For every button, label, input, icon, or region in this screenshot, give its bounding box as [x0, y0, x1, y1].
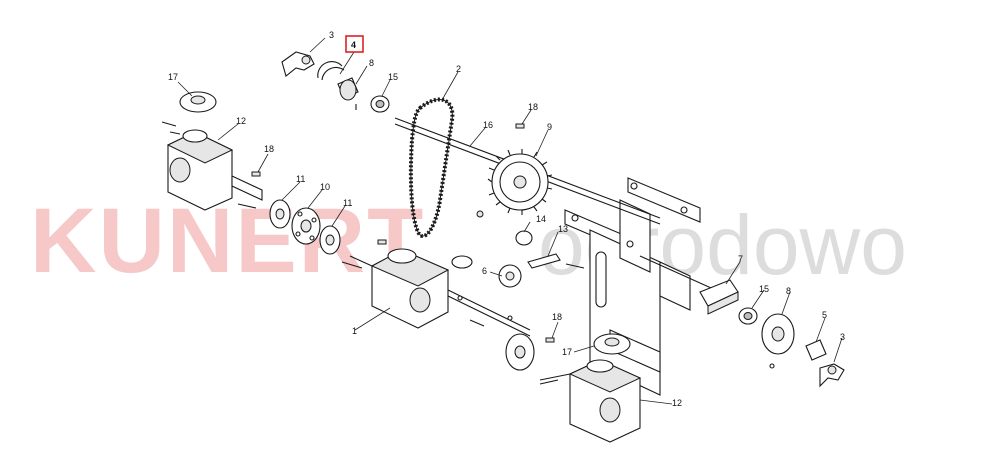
label-12-left: 12: [236, 116, 246, 126]
gearbox-12-right: [505, 333, 642, 443]
leader-lines: [177, 37, 843, 405]
label-17-left: 17: [168, 72, 178, 82]
label-11-left: 11: [296, 174, 305, 184]
bushing-5-right: [805, 339, 827, 361]
label-2: 2: [456, 64, 461, 74]
watermark: KUNERT ogrodowo: [30, 190, 907, 292]
key-18-upper: [515, 123, 525, 129]
label-12-right: 12: [672, 398, 682, 408]
label-1: 1: [352, 326, 357, 336]
label-13: 13: [558, 224, 568, 234]
flange-8-top: [339, 79, 357, 101]
frame-slot: [595, 251, 607, 308]
watermark-brand: KUNERT: [30, 190, 425, 292]
roller-14: [515, 230, 533, 246]
label-8-right: 8: [786, 286, 791, 296]
part-labels: 3 4 8 15 2 16 18 9 17 12 18 11 10 11 1 6…: [168, 30, 845, 408]
gearbox-1-center: [349, 239, 531, 337]
label-15-right: 15: [759, 284, 769, 294]
fasteners: [161, 121, 559, 385]
right-cluster: [639, 255, 845, 388]
label-11-right: 11: [343, 198, 352, 208]
label-18-upper: 18: [528, 102, 538, 112]
key-18-lower: [545, 337, 555, 343]
frame-upright: [619, 199, 651, 273]
upper-shaft-assembly: [394, 117, 661, 225]
lever-3-right: [819, 363, 845, 388]
bracket-13: [527, 253, 561, 269]
label-6: 6: [482, 266, 487, 276]
label-14: 14: [536, 214, 546, 224]
highlight-box: [345, 35, 364, 53]
label-16: 16: [483, 120, 493, 130]
label-3-top: 3: [329, 30, 334, 40]
label-7: 7: [738, 254, 743, 264]
tensioner-assembly: [476, 210, 585, 288]
label-5: 5: [822, 310, 827, 320]
label-17-right: 17: [562, 347, 572, 357]
frame-assembly: [564, 177, 701, 396]
label-15-top: 15: [388, 72, 398, 82]
frame-bracket: [659, 261, 691, 311]
gearbox-12-left: [166, 91, 263, 211]
ring-4: [317, 61, 343, 79]
label-18-lower: 18: [552, 312, 562, 322]
label-8-top: 8: [369, 58, 374, 68]
label-4-highlighted: 4: [351, 40, 356, 50]
label-3-right: 3: [840, 332, 845, 342]
top-cluster: [281, 51, 390, 113]
chain-2: [408, 97, 455, 238]
coupling-assembly: [269, 199, 341, 255]
label-18-left: 18: [264, 144, 274, 154]
label-9: 9: [547, 122, 552, 132]
label-10: 10: [320, 182, 330, 192]
key-18-left: [251, 171, 261, 177]
lever-3-top: [281, 51, 315, 77]
